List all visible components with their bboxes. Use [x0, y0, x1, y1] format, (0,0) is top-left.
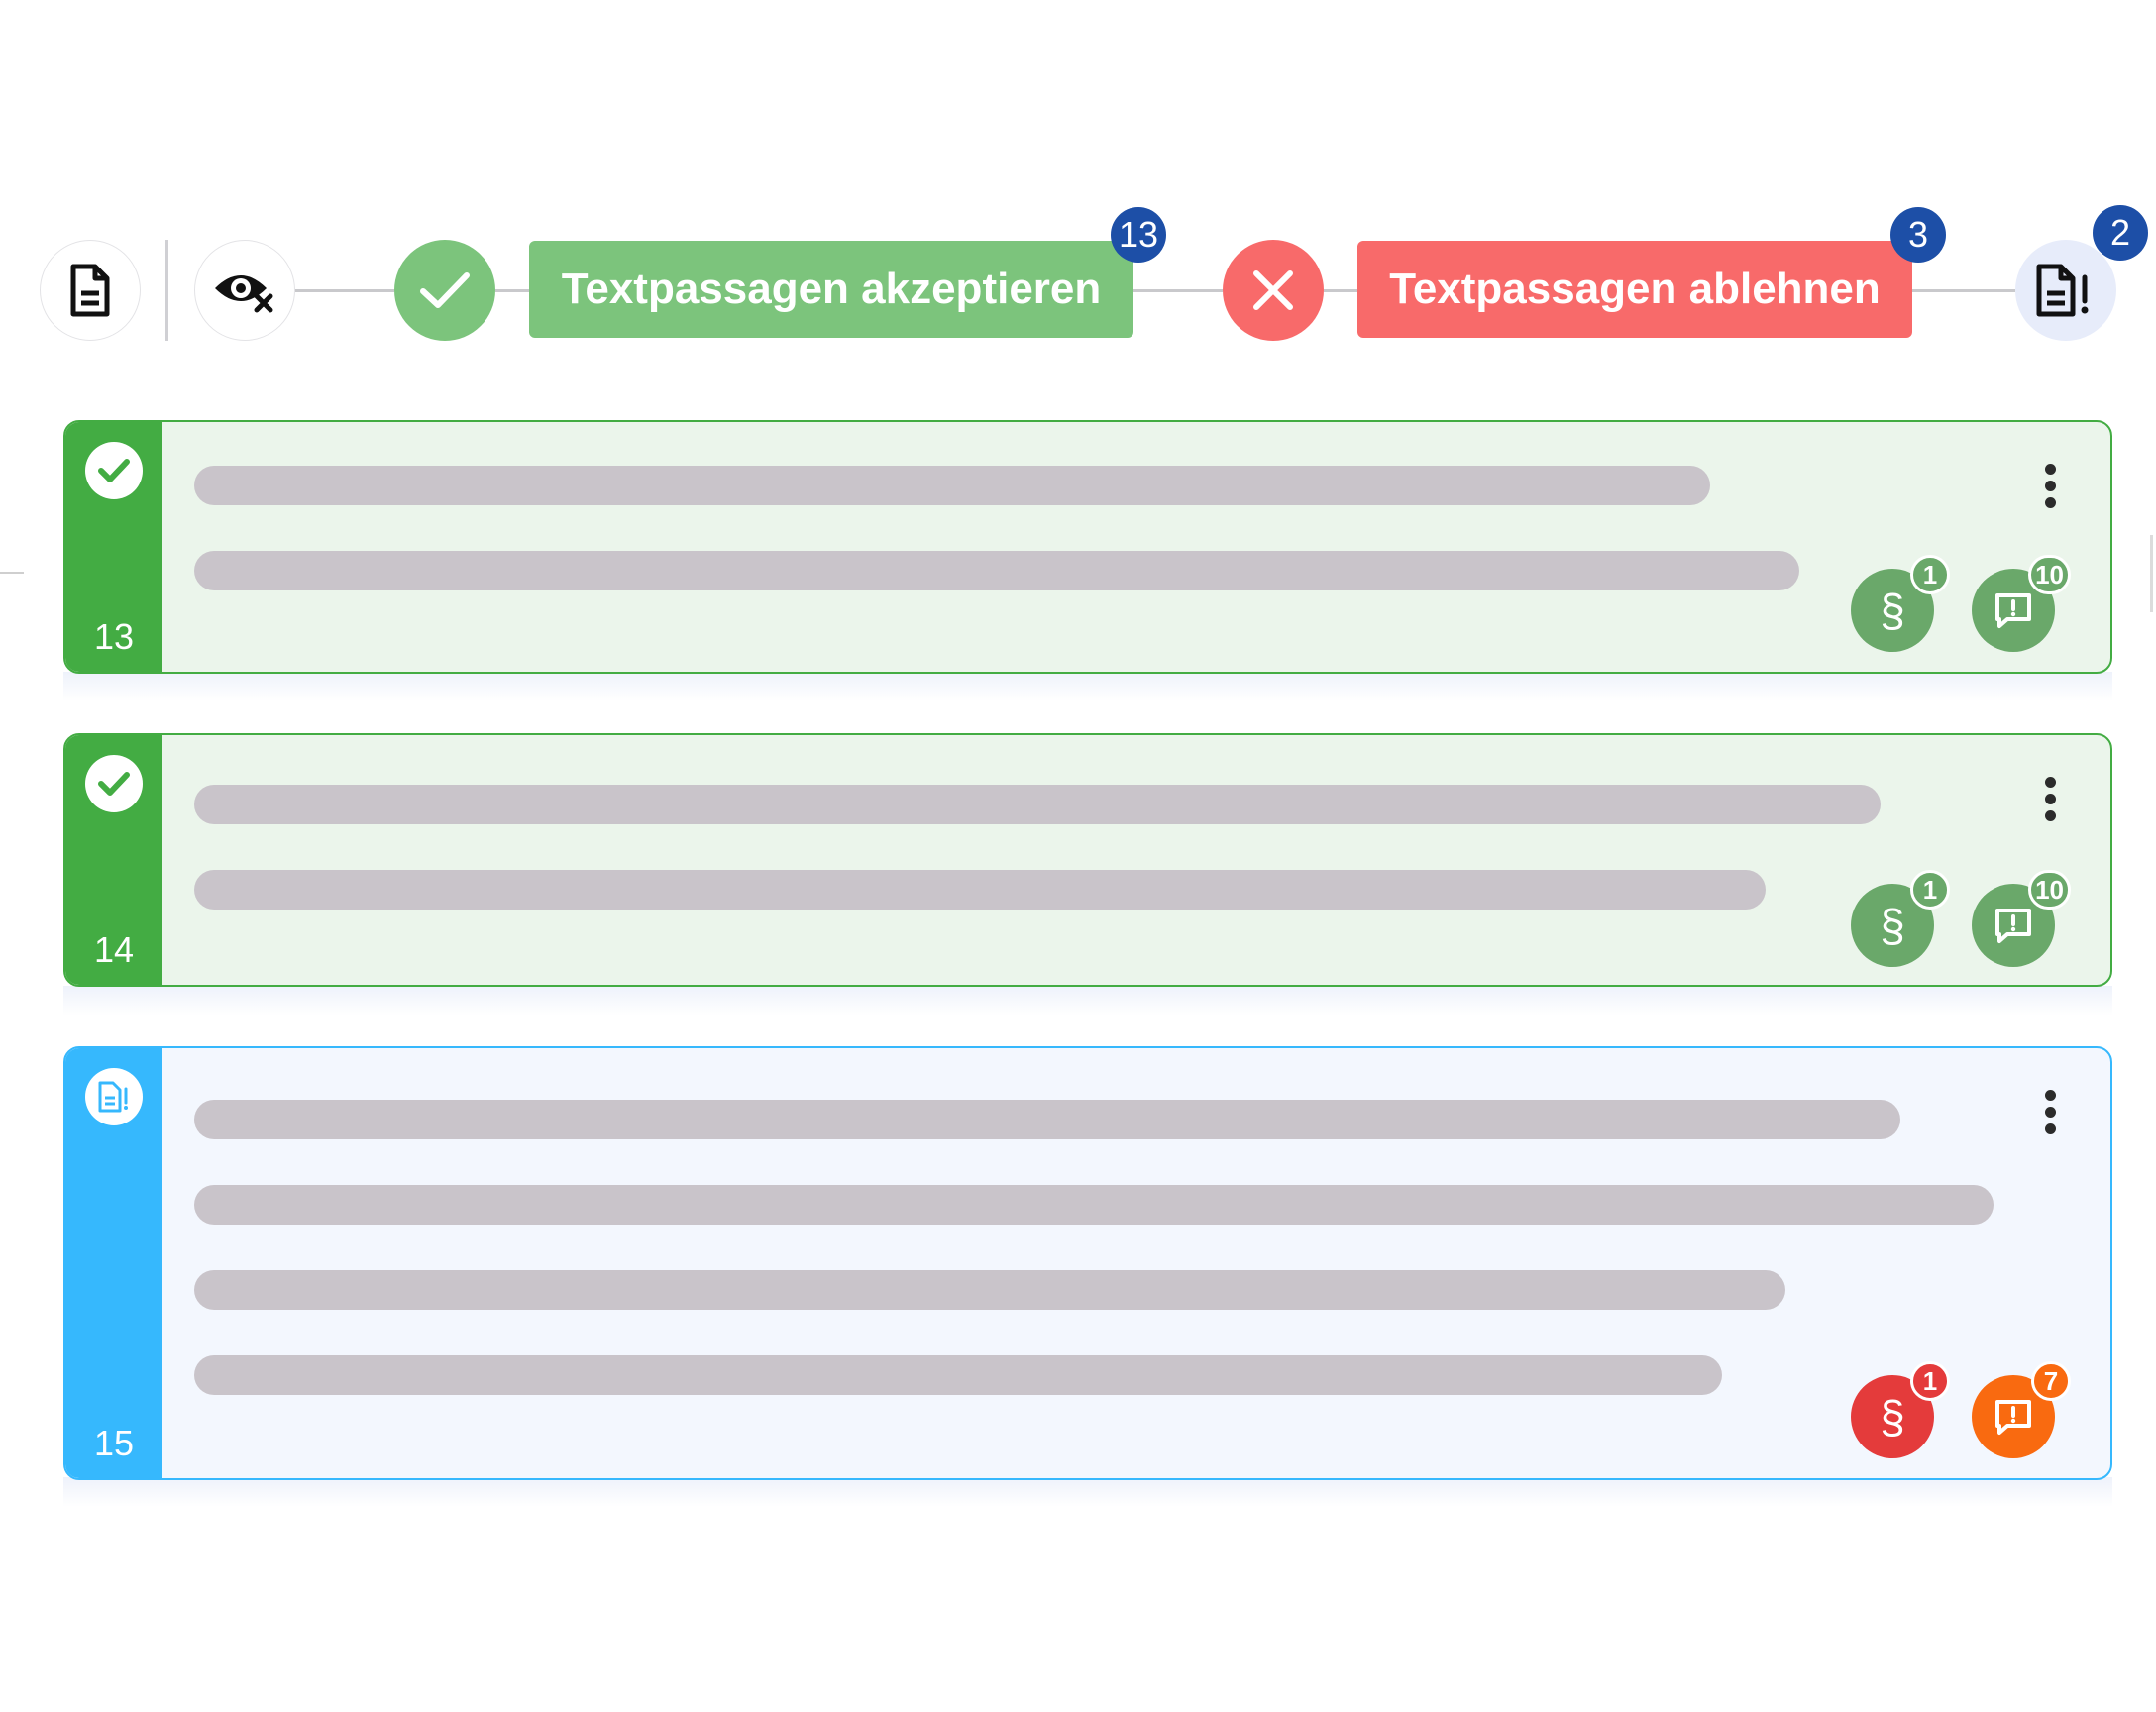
text-placeholder-line	[194, 1185, 1994, 1225]
close-icon	[1253, 270, 1293, 310]
text-placeholder-line	[194, 870, 1766, 910]
law-count-badge: 1	[1910, 1361, 1950, 1401]
card-shadow	[63, 1477, 2112, 1507]
notes-count: 2	[2109, 212, 2131, 253]
comment-button[interactable]: 10	[1972, 870, 2071, 967]
edge-scroll-hint	[2150, 535, 2153, 612]
text-placeholder-line	[194, 466, 1710, 505]
card-shadow	[63, 672, 2112, 701]
toolbar-connector	[1324, 289, 1357, 292]
toolbar-connector	[495, 289, 529, 292]
accepted-status-icon	[85, 442, 143, 499]
reject-passages-button[interactable]: Textpassagen ablehnen	[1357, 241, 1912, 338]
comment-count-badge: 10	[2028, 870, 2071, 910]
comment-alert-icon	[1995, 909, 2031, 943]
card-status-strip: 15	[65, 1048, 162, 1478]
more-vert-icon[interactable]	[2045, 777, 2057, 827]
accept-count-badge: 13	[1111, 207, 1166, 263]
check-icon	[420, 272, 470, 308]
passage-card[interactable]: 13 § 1 10	[63, 420, 2112, 674]
document-button[interactable]	[40, 240, 141, 341]
passage-number: 13	[93, 616, 135, 657]
comment-button[interactable]: 7	[1972, 1361, 2071, 1458]
text-placeholder-line	[194, 1270, 1785, 1310]
card-shadow	[63, 986, 2112, 1016]
accept-count: 13	[1118, 214, 1159, 255]
comment-count-badge: 7	[2031, 1361, 2071, 1401]
passage-card[interactable]: 15 § 1 7	[63, 1046, 2112, 1480]
card-status-strip: 14	[65, 735, 162, 985]
passage-card[interactable]: 14 § 1 10	[63, 733, 2112, 987]
text-placeholder-line	[194, 1355, 1722, 1395]
reject-circle-button[interactable]	[1223, 240, 1324, 341]
law-count-badge: 1	[1910, 870, 1950, 910]
reject-count-badge: 3	[1890, 207, 1946, 263]
comment-alert-icon	[1995, 593, 2031, 628]
comment-alert-icon	[1995, 1400, 2031, 1435]
passage-number: 15	[93, 1423, 135, 1463]
law-reference-button[interactable]: § 1	[1851, 870, 1950, 967]
text-placeholder-line	[194, 1100, 1900, 1139]
accept-circle-button[interactable]	[394, 240, 495, 341]
reject-count: 3	[1907, 214, 1929, 255]
passage-number: 14	[93, 929, 135, 970]
paragraph-icon: §	[1880, 585, 1905, 636]
text-placeholder-line	[194, 785, 1881, 824]
law-count-badge: 1	[1910, 555, 1950, 594]
eye-off-icon	[215, 275, 273, 313]
document-icon	[70, 264, 110, 317]
hide-button[interactable]	[194, 240, 295, 341]
more-vert-icon[interactable]	[2045, 1090, 2057, 1140]
accepted-status-icon	[85, 755, 143, 812]
comment-button[interactable]: 10	[1972, 555, 2071, 652]
card-status-strip: 13	[65, 422, 162, 672]
accept-passages-label: Textpassagen akzeptieren	[561, 265, 1102, 313]
more-vert-icon[interactable]	[2045, 464, 2057, 514]
law-reference-button[interactable]: § 1	[1851, 1361, 1950, 1458]
document-note-icon	[2036, 264, 2089, 317]
accept-passages-button[interactable]: Textpassagen akzeptieren	[529, 241, 1133, 338]
text-placeholder-line	[194, 551, 1799, 590]
paragraph-icon: §	[1880, 900, 1905, 951]
paragraph-icon: §	[1880, 1391, 1905, 1443]
toolbar-connector	[1133, 289, 1223, 292]
edge-line	[0, 572, 24, 574]
toolbar-connector	[295, 289, 394, 292]
law-reference-button[interactable]: § 1	[1851, 555, 1950, 652]
note-status-icon	[85, 1068, 143, 1125]
reject-passages-label: Textpassagen ablehnen	[1389, 265, 1881, 313]
toolbar-divider	[165, 240, 168, 341]
notes-count-badge: 2	[2093, 205, 2148, 261]
notes-button[interactable]	[2015, 240, 2116, 341]
toolbar-connector	[1912, 289, 2015, 292]
comment-count-badge: 10	[2028, 555, 2071, 594]
